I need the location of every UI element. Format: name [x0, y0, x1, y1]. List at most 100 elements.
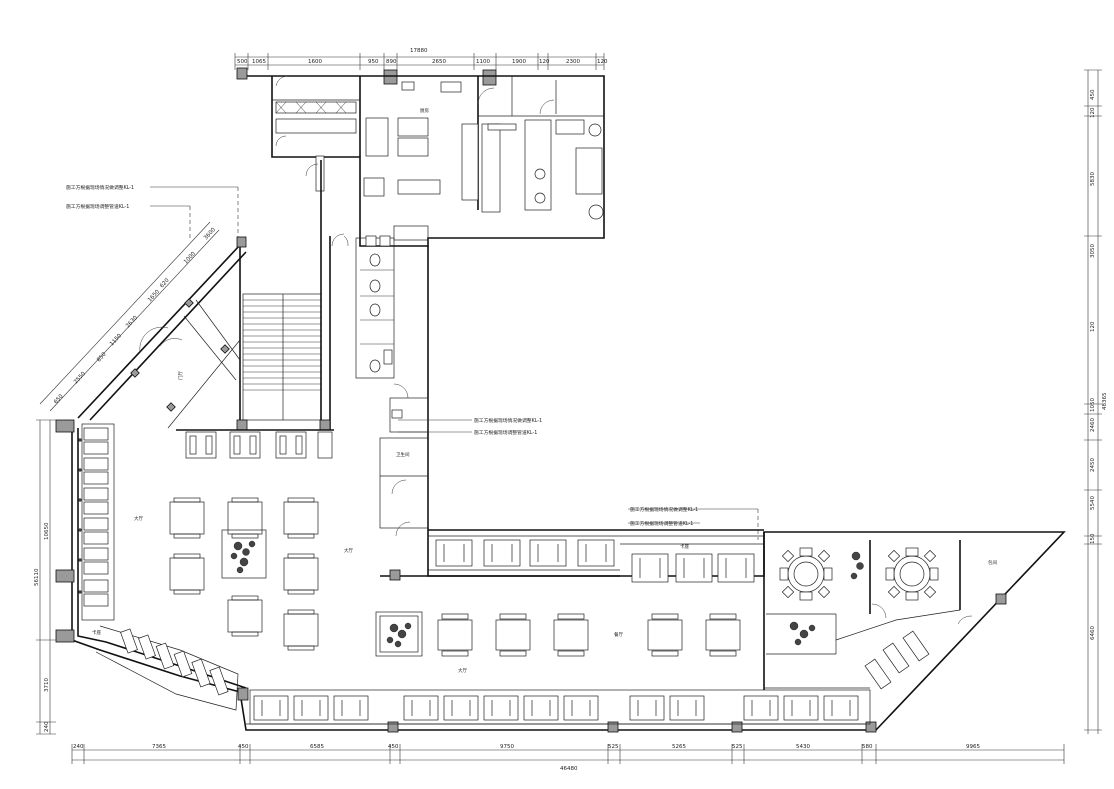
- bottom-dim-seg: 9965: [966, 744, 980, 750]
- left-booth-strip: 卡座: [78, 423, 239, 711]
- bottom-dim-seg: 525: [732, 744, 743, 750]
- center-hall-tables: 餐厅 大厅: [437, 613, 741, 674]
- note-text: 施工方根据现场调整管道KL-1: [630, 520, 693, 527]
- right-dim-seg: 6460: [1090, 626, 1096, 640]
- diag-dim: 850: [96, 351, 108, 363]
- bottom-dim-seg: 450: [238, 744, 249, 750]
- right-overall-dimension: 48365: [1102, 392, 1108, 410]
- right-dim-seg: 450: [1090, 89, 1096, 100]
- column: [220, 344, 230, 354]
- note-text: 施工方根据现场调整管道KL-1: [474, 429, 537, 436]
- bottom-dim-seg: 9750: [500, 744, 514, 750]
- column: [319, 419, 331, 431]
- kitchen-label: 厨房: [420, 107, 429, 114]
- diag-dim: 620: [159, 277, 171, 289]
- top-dimension-chain: 17880 500 1065 1600 950 890 2650 1100 19…: [234, 48, 608, 70]
- note-text: 施工方根据现场情况做调整KL-1: [66, 184, 134, 191]
- left-dimension-chain: 56110 10650 3710 240: [34, 419, 56, 735]
- top-dim-seg: 1100: [476, 59, 490, 65]
- column: [731, 721, 743, 733]
- note-text: 施工方根据现场情况做调整KL-1: [630, 506, 698, 513]
- column: [236, 419, 248, 431]
- bottom-dim-seg: 580: [862, 744, 873, 750]
- column: [383, 69, 398, 85]
- center-planter: [375, 611, 423, 657]
- bottom-dimension-chain: 240 7365 450 6585 450 9750 525 5265 525 …: [71, 744, 1065, 772]
- booth-label: 卡座: [680, 543, 689, 550]
- kitchen-block: 厨房: [236, 67, 605, 247]
- left-hall-tables: 大厅 大厅: [134, 497, 353, 651]
- column: [865, 721, 877, 733]
- diag-dim: 650: [53, 393, 65, 405]
- bottom-dim-seg: 5430: [796, 744, 810, 750]
- top-booth-row: [185, 431, 333, 459]
- bottom-dim-seg: 450: [388, 744, 399, 750]
- top-dim-seg: 1600: [308, 59, 322, 65]
- right-dim-seg: 2450: [1090, 458, 1096, 472]
- top-dim-seg: 2650: [432, 59, 446, 65]
- column: [389, 569, 401, 581]
- top-dim-seg: 890: [386, 59, 397, 65]
- right-dim-seg: 3050: [1090, 244, 1096, 258]
- right-dim-seg: 5830: [1090, 172, 1096, 186]
- column: [166, 402, 176, 412]
- column: [237, 687, 249, 701]
- bottom-overall-dimension: 46480: [560, 766, 578, 772]
- right-dim-seg: 5540: [1090, 496, 1096, 510]
- right-dim-seg: 120: [1090, 321, 1096, 332]
- right-dim-seg: 120: [1090, 107, 1096, 118]
- note-text: 施工方根据现场情况做调整KL-1: [474, 417, 542, 424]
- column: [130, 368, 140, 378]
- column: [55, 419, 75, 433]
- hall-label: 大厅: [344, 547, 353, 554]
- top-dim-seg: 2300: [566, 59, 580, 65]
- bottom-dim-seg: 7365: [152, 744, 166, 750]
- bottom-dim-seg: 525: [608, 744, 619, 750]
- top-overall-dimension: 17880: [410, 48, 428, 54]
- right-dimension-chain: 48365 450 120 5830 3050 120 1050 2460 24…: [1084, 69, 1108, 734]
- left-notes: 施工方根据现场情况做调整KL-1 施工方根据现场调整管道KL-1: [66, 184, 239, 240]
- top-dim-seg: 1065: [252, 59, 266, 65]
- bottom-dim-seg: 5265: [672, 744, 686, 750]
- diag-dim: 2630: [125, 315, 139, 330]
- diag-dim: 1000: [183, 251, 197, 266]
- column: [236, 236, 247, 248]
- bottom-booth-row: [249, 689, 871, 725]
- top-dim-seg: 950: [368, 59, 379, 65]
- top-dim-seg: 500: [237, 59, 248, 65]
- right-dim-seg: 150: [1090, 533, 1096, 544]
- left-dim-seg: 10650: [44, 522, 50, 540]
- middle-booth-row: 卡座: [435, 539, 755, 583]
- column: [482, 69, 497, 86]
- column: [184, 298, 194, 308]
- hall-label: 餐厅: [614, 631, 623, 638]
- private-room-label: 包间: [988, 559, 997, 566]
- bottom-dim-seg: 240: [73, 744, 84, 750]
- left-overall-dimension: 56110: [34, 568, 40, 586]
- column: [55, 569, 75, 583]
- toilet-strip: 卫生间: [355, 225, 429, 537]
- hall-label: 大厅: [134, 515, 143, 522]
- entrance-wing: 650 2550 850 1150 2630 1650 620 1000 360…: [39, 221, 247, 429]
- right-dim-seg: 1050: [1090, 398, 1096, 412]
- left-dim-seg: 240: [44, 721, 50, 732]
- toilet-label: 卫生间: [396, 451, 410, 458]
- mid-notes: 施工方根据现场情况做调整KL-1 施工方根据现场调整管道KL-1 施工方根据现场…: [398, 417, 759, 540]
- top-dim-seg: 1900: [512, 59, 526, 65]
- column: [995, 593, 1007, 605]
- column: [607, 721, 619, 733]
- column: [387, 721, 399, 733]
- right-dim-seg: 2460: [1090, 418, 1096, 432]
- staircase: [236, 160, 349, 431]
- booth-label: 卡座: [92, 629, 101, 636]
- entrance-label: 门厅: [177, 371, 184, 380]
- left-dim-seg: 3710: [44, 678, 50, 692]
- private-rooms: 包间: [763, 532, 997, 690]
- column: [236, 67, 248, 80]
- hall-label: 大厅: [458, 667, 467, 674]
- column: [55, 629, 75, 643]
- top-dim-seg: 120: [597, 59, 608, 65]
- diag-dim: 1650: [147, 289, 161, 304]
- top-dim-seg: 120: [539, 59, 550, 65]
